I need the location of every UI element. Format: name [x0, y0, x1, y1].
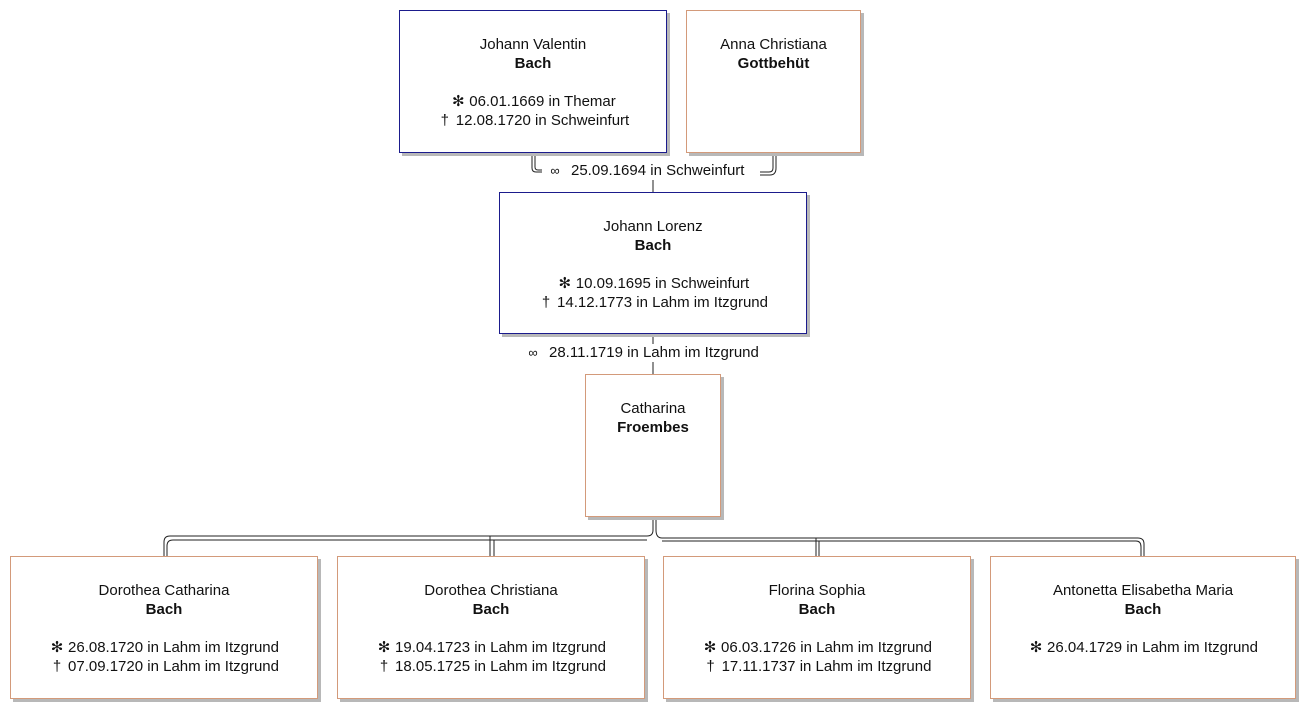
surname: Bach: [634, 237, 672, 254]
birth-icon: ✻: [451, 93, 465, 110]
death-line: † 07.09.1720 in Lahm im Itzgrund: [11, 657, 317, 676]
death-icon: †: [52, 658, 62, 675]
death-date: 12.08.1720 in Schweinfurt: [455, 112, 630, 129]
surname: Bach: [145, 601, 183, 618]
death-date: 07.09.1720 in Lahm im Itzgrund: [68, 658, 279, 675]
death-date: 14.12.1773 in Lahm im Itzgrund: [557, 294, 768, 311]
birth-line: ✻06.01.1669 in Themar: [400, 92, 666, 111]
given-name: Florina Sophia: [768, 582, 866, 599]
given-name: Catharina: [620, 400, 686, 417]
given-name: Johann Lorenz: [603, 218, 703, 235]
birth-date: 19.04.1723 in Lahm im Itzgrund: [395, 639, 606, 656]
surname: Bach: [514, 55, 552, 72]
marriage-label-main: ∞ 28.11.1719 in Lahm im Itzgrund: [520, 344, 762, 362]
death-icon: †: [440, 112, 449, 129]
person-johann-valentin-bach[interactable]: Johann Valentin Bach ✻06.01.1669 in Them…: [399, 10, 667, 153]
person-anna-christiana-gottbehuet[interactable]: Anna Christiana Gottbehüt: [686, 10, 861, 153]
surname: Froembes: [617, 419, 689, 436]
children-bus-left: [163, 535, 647, 556]
birth-date: 06.03.1726 in Lahm im Itzgrund: [721, 639, 932, 656]
death-line: † 17.11.1737 in Lahm im Itzgrund: [664, 657, 970, 676]
surname: Bach: [1124, 601, 1162, 618]
death-date: 17.11.1737 in Lahm im Itzgrund: [721, 658, 932, 675]
death-date: 18.05.1725 in Lahm im Itzgrund: [395, 658, 606, 675]
mother-connector-double: [760, 152, 777, 176]
death-icon: †: [379, 658, 389, 675]
marriage-date: 25.09.1694 in Schweinfurt: [571, 162, 745, 179]
given-name: Johann Valentin: [479, 36, 587, 53]
given-name: Dorothea Christiana: [424, 582, 558, 599]
birth-line: ✻26.08.1720 in Lahm im Itzgrund: [11, 638, 317, 657]
birth-line: ✻10.09.1695 in Schweinfurt: [500, 274, 806, 293]
given-name: Antonetta Elisabetha Maria: [1052, 582, 1234, 599]
birth-line: ✻26.04.1729 in Lahm im Itzgrund: [991, 638, 1295, 657]
birth-date: 06.01.1669 in Themar: [469, 93, 616, 110]
marriage-rings-icon: ∞: [528, 345, 538, 360]
children-bus-left-2: [166, 539, 647, 556]
marriage-label-parents: ∞ 25.09.1694 in Schweinfurt: [542, 162, 748, 180]
birth-icon: ✻: [703, 639, 717, 656]
father-connector-double: [534, 152, 545, 171]
given-name: Anna Christiana: [720, 36, 827, 53]
birth-icon: ✻: [558, 275, 572, 292]
birth-icon: ✻: [50, 639, 64, 656]
surname: Gottbehüt: [737, 55, 810, 72]
children-bus-right-2: [662, 540, 1142, 556]
children-drop-line: [646, 516, 654, 537]
father-connector: [531, 152, 545, 173]
death-icon: †: [706, 658, 715, 675]
surname: Bach: [472, 601, 510, 618]
person-florina-sophia-bach[interactable]: Florina Sophia Bach ✻06.03.1726 in Lahm …: [663, 556, 971, 699]
marriage-date: 28.11.1719 in Lahm im Itzgrund: [549, 344, 759, 361]
birth-icon: ✻: [1029, 639, 1043, 656]
death-line: † 14.12.1773 in Lahm im Itzgrund: [500, 293, 806, 312]
given-name: Dorothea Catharina: [98, 582, 230, 599]
children-drop-line-2: [655, 516, 663, 539]
birth-date: 26.04.1729 in Lahm im Itzgrund: [1047, 639, 1258, 656]
children-bus-right: [662, 537, 1145, 556]
birth-line: ✻06.03.1726 in Lahm im Itzgrund: [664, 638, 970, 657]
person-johann-lorenz-bach[interactable]: Johann Lorenz Bach ✻10.09.1695 in Schwei…: [499, 192, 807, 334]
birth-icon: ✻: [377, 639, 391, 656]
death-icon: †: [541, 294, 551, 311]
birth-date: 10.09.1695 in Schweinfurt: [575, 275, 750, 292]
birth-date: 26.08.1720 in Lahm im Itzgrund: [68, 639, 279, 656]
person-dorothea-christiana-bach[interactable]: Dorothea Christiana Bach ✻19.04.1723 in …: [337, 556, 645, 699]
person-catharina-froembes[interactable]: Catharina Froembes: [585, 374, 721, 517]
death-line: † 12.08.1720 in Schweinfurt: [400, 111, 666, 130]
surname: Bach: [798, 601, 836, 618]
person-dorothea-catharina-bach[interactable]: Dorothea Catharina Bach ✻26.08.1720 in L…: [10, 556, 318, 699]
death-line: † 18.05.1725 in Lahm im Itzgrund: [338, 657, 644, 676]
mother-connector: [760, 152, 774, 173]
marriage-rings-icon: ∞: [550, 163, 560, 178]
birth-line: ✻19.04.1723 in Lahm im Itzgrund: [338, 638, 644, 657]
person-antonetta-elisabetha-maria-bach[interactable]: Antonetta Elisabetha Maria Bach ✻26.04.1…: [990, 556, 1296, 699]
